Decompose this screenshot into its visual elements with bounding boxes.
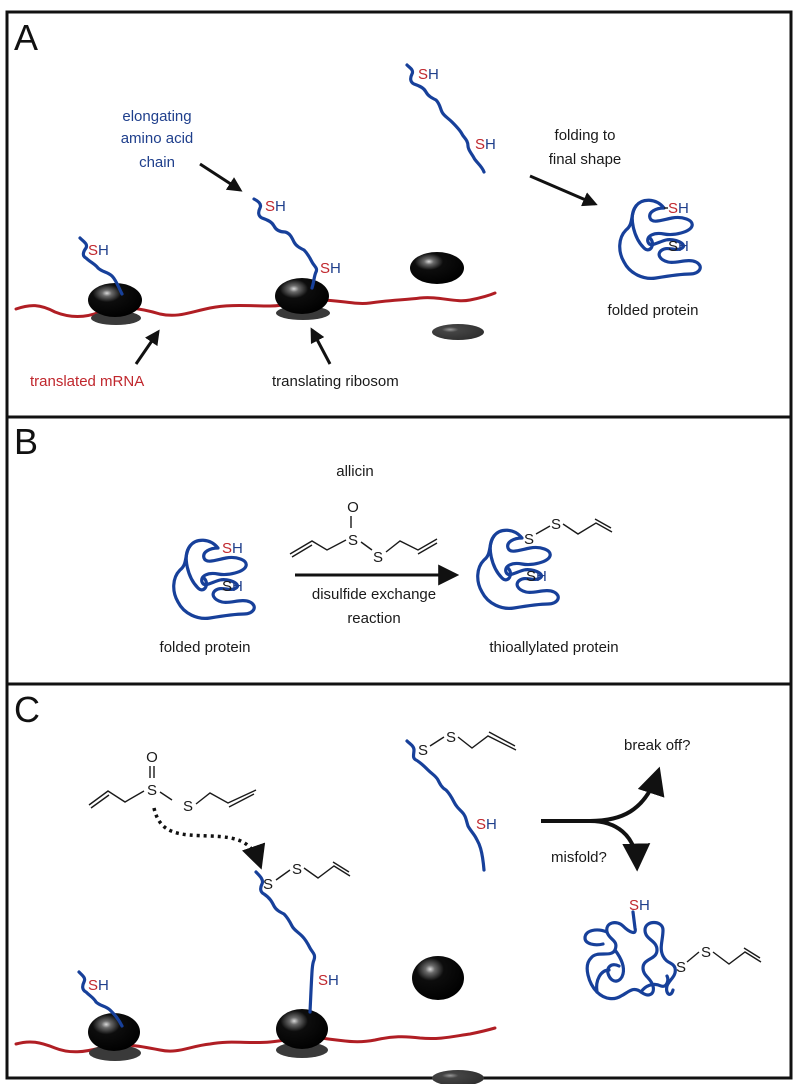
panel-a-letter: A — [14, 17, 38, 58]
ribosome-small-subunit-free — [432, 324, 484, 340]
panel-c-letter: C — [14, 689, 40, 730]
label-misfold: misfold? — [551, 849, 607, 866]
allicin-structure: O line class="bond" x1="355" y1="516" x2… — [289, 499, 438, 566]
arrow-mrna — [134, 329, 160, 365]
dotted-attack-arrow — [152, 807, 266, 870]
sh-label: SH — [88, 242, 109, 259]
misfolded-protein: SH S S — [583, 897, 762, 1001]
panel-c: C O S S SH S S SH — [14, 689, 762, 1084]
ribosome-large-subunit-free — [412, 956, 464, 1000]
amino-chain-short — [77, 970, 124, 1028]
sh-label: SH — [418, 66, 439, 83]
amino-chain-long — [252, 197, 319, 290]
s-label: S — [418, 742, 428, 759]
label-disulfide-exchange-2: reaction — [347, 610, 400, 627]
ribosome-large-subunit — [275, 278, 329, 314]
label-thioallylated-protein: thioallylated protein — [489, 639, 618, 656]
arrow-to-chain — [199, 162, 243, 192]
svg-text:S: S — [147, 782, 157, 799]
panel-a: A elongating amino acid chain SH SH SH S… — [14, 17, 702, 390]
sh-label: SH — [475, 136, 496, 153]
label-folding-1: folding to — [555, 127, 616, 144]
svg-text:S: S — [701, 944, 711, 961]
allicin-structure: O S S — [88, 749, 257, 815]
svg-text:S: S — [373, 549, 383, 566]
ribosome-small-subunit-free — [432, 1070, 484, 1084]
sh-label: SH — [318, 972, 339, 989]
mrna-strand-c — [14, 1026, 497, 1054]
mrna-strand-a — [14, 291, 497, 318]
svg-text:SH: SH — [668, 200, 689, 217]
label-allicin: allicin — [336, 463, 374, 480]
svg-text:S: S — [524, 531, 534, 548]
label-folded-protein: folded protein — [160, 639, 251, 656]
amino-chain-thioallylated — [254, 870, 317, 1014]
svg-text:SH: SH — [668, 238, 689, 255]
label-elongating-chain-2: amino acid — [121, 130, 194, 147]
label-disulfide-exchange-1: disulfide exchange — [312, 586, 436, 603]
folded-protein-a: SH SH — [618, 198, 702, 280]
sh-label: SH — [476, 816, 497, 833]
panel-b: B SH SH folded protein allicin O line cl… — [14, 421, 619, 656]
svg-text:SH: SH — [222, 578, 243, 595]
svg-text:O: O — [146, 749, 158, 766]
amino-chain-released — [405, 63, 486, 174]
amino-chain-short — [78, 236, 124, 296]
label-folded-protein: folded protein — [608, 302, 699, 319]
ribosome-small-subunit — [89, 1045, 141, 1061]
s-label: S — [263, 876, 273, 893]
sh-label: SH — [88, 977, 109, 994]
svg-text:SH: SH — [629, 897, 650, 914]
figure-frame — [5, 10, 793, 1080]
amino-chain-released-thioallylated — [405, 739, 486, 872]
svg-text:S: S — [183, 798, 193, 815]
label-break-off: break off? — [624, 737, 690, 754]
ribosome-large-subunit-free — [410, 252, 464, 284]
svg-text:SH: SH — [526, 568, 547, 585]
sh-label: SH — [265, 198, 286, 215]
label-translated-mrna: translated mRNA — [30, 373, 144, 390]
svg-text:S: S — [348, 532, 358, 549]
arrow-ribosome — [310, 327, 332, 365]
branching-arrow — [541, 766, 665, 872]
svg-text:S: S — [676, 959, 686, 976]
svg-text:O: O — [347, 499, 359, 516]
svg-text:S: S — [551, 516, 561, 533]
label-folding-2: final shape — [549, 151, 622, 168]
ribosome-large-subunit — [88, 283, 142, 317]
svg-text:S: S — [292, 861, 302, 878]
label-elongating-chain-1: elongating — [122, 108, 191, 125]
svg-text:S: S — [446, 729, 456, 746]
ribosome-large-subunit — [276, 1009, 328, 1049]
folded-protein-b: SH SH — [172, 538, 256, 620]
thioallylated-protein: S SH S — [476, 516, 613, 610]
panel-b-letter: B — [14, 421, 38, 462]
label-elongating-chain-3: chain — [139, 154, 175, 171]
svg-text:SH: SH — [222, 540, 243, 557]
label-translating-ribosome: translating ribosom — [272, 373, 399, 390]
arrow-folding — [529, 174, 598, 207]
sh-label: SH — [320, 260, 341, 277]
ribosome-large-subunit — [88, 1013, 140, 1051]
